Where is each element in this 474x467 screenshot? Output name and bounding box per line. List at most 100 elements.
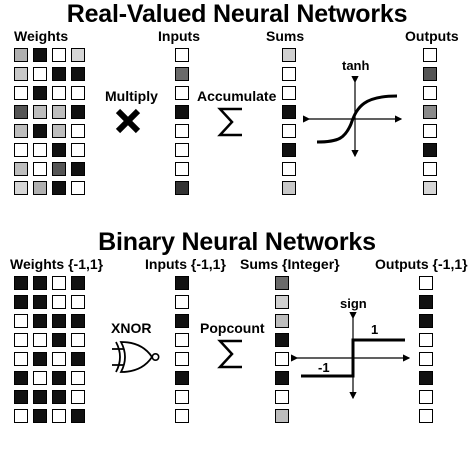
real-output-cell-r1 [423, 67, 437, 81]
binary-inputs-column [175, 276, 189, 423]
real-weights-label: Weights [14, 28, 69, 44]
binary-weight-cell-r2-c3 [71, 314, 85, 328]
real-sum-cell-r5 [282, 143, 296, 157]
binary-input-cell-r4 [175, 352, 189, 366]
binary-sum-cell-r5 [275, 371, 289, 385]
binary-inputs-label: Inputs {-1,1} [145, 256, 226, 272]
binary-output-cell-r1 [419, 295, 433, 309]
binary-weight-cell-r5-c3 [71, 371, 85, 385]
real-weight-cell-r5-c1 [33, 143, 47, 157]
binary-weight-cell-r4-c0 [14, 352, 28, 366]
real-outputs-column [423, 48, 437, 195]
real-sum-cell-r7 [282, 181, 296, 195]
real-title: Real-Valued Neural Networks [66, 0, 408, 28]
binary-weight-cell-r1-c2 [52, 295, 66, 309]
multiply-label: Multiply [105, 88, 158, 104]
sigma-icon [217, 107, 242, 137]
sign-positive-label: 1 [371, 322, 379, 337]
binary-weight-cell-r7-c2 [52, 409, 66, 423]
binary-input-cell-r7 [175, 409, 189, 423]
binary-output-cell-r6 [419, 390, 433, 404]
binary-outputs-label: Outputs {-1,1} [375, 256, 468, 272]
real-weight-cell-r5-c3 [71, 143, 85, 157]
binary-sum-cell-r0 [275, 276, 289, 290]
binary-weight-cell-r3-c3 [71, 333, 85, 347]
binary-sum-cell-r7 [275, 409, 289, 423]
binary-outputs-column [419, 276, 433, 423]
binary-output-cell-r0 [419, 276, 433, 290]
tanh-curve-icon [303, 76, 403, 158]
real-weight-cell-r3-c2 [52, 105, 66, 119]
real-input-cell-r0 [175, 48, 189, 62]
real-input-cell-r6 [175, 162, 189, 176]
real-weight-cell-r0-c0 [14, 48, 28, 62]
real-weight-cell-r2-c1 [33, 86, 47, 100]
binary-weight-cell-r5-c2 [52, 371, 66, 385]
binary-weight-cell-r6-c3 [71, 390, 85, 404]
real-output-cell-r6 [423, 162, 437, 176]
real-weight-cell-r7-c2 [52, 181, 66, 195]
real-input-cell-r2 [175, 86, 189, 100]
binary-weight-cell-r5-c0 [14, 371, 28, 385]
binary-sums-label: Sums {Integer} [240, 256, 340, 272]
binary-output-cell-r4 [419, 352, 433, 366]
binary-weight-cell-r2-c0 [14, 314, 28, 328]
popcount-label: Popcount [200, 320, 265, 336]
real-weight-cell-r0-c2 [52, 48, 66, 62]
binary-sum-cell-r2 [275, 314, 289, 328]
real-weight-cell-r3-c1 [33, 105, 47, 119]
binary-weights-label: Weights {-1,1} [10, 256, 104, 272]
binary-weight-cell-r4-c1 [33, 352, 47, 366]
binary-weight-cell-r1-c3 [71, 295, 85, 309]
real-weight-cell-r5-c2 [52, 143, 66, 157]
real-sums-column [282, 48, 296, 195]
binary-input-cell-r5 [175, 371, 189, 385]
real-output-cell-r0 [423, 48, 437, 62]
xnor-label: XNOR [111, 320, 152, 336]
real-weight-cell-r5-c0 [14, 143, 28, 157]
binary-output-cell-r7 [419, 409, 433, 423]
xnor-gate-icon [112, 341, 160, 373]
real-sum-cell-r0 [282, 48, 296, 62]
binary-weight-cell-r0-c0 [14, 276, 28, 290]
binary-output-cell-r5 [419, 371, 433, 385]
binary-input-cell-r0 [175, 276, 189, 290]
binary-weight-cell-r7-c1 [33, 409, 47, 423]
real-weight-cell-r4-c3 [71, 124, 85, 138]
real-weight-cell-r2-c2 [52, 86, 66, 100]
real-weight-cell-r7-c0 [14, 181, 28, 195]
real-input-cell-r5 [175, 143, 189, 157]
real-inputs-column [175, 48, 189, 195]
real-weight-cell-r7-c3 [71, 181, 85, 195]
binary-weight-cell-r1-c1 [33, 295, 47, 309]
real-weight-cell-r0-c1 [33, 48, 47, 62]
binary-input-cell-r2 [175, 314, 189, 328]
binary-weight-cell-r3-c2 [52, 333, 66, 347]
real-weight-cell-r1-c1 [33, 67, 47, 81]
sign-negative-label: -1 [318, 360, 330, 375]
binary-weight-cell-r3-c0 [14, 333, 28, 347]
real-output-cell-r7 [423, 181, 437, 195]
binary-weight-cell-r1-c0 [14, 295, 28, 309]
real-sum-cell-r2 [282, 86, 296, 100]
binary-weight-cell-r7-c3 [71, 409, 85, 423]
binary-sum-cell-r4 [275, 352, 289, 366]
real-sum-cell-r1 [282, 67, 296, 81]
real-outputs-label: Outputs [405, 28, 459, 44]
binary-sums-column [275, 276, 289, 423]
binary-weight-cell-r7-c0 [14, 409, 28, 423]
binary-weight-cell-r2-c2 [52, 314, 66, 328]
sign-label: sign [340, 296, 367, 311]
binary-weight-cell-r6-c0 [14, 390, 28, 404]
sigma-icon-binary [217, 339, 242, 369]
real-sum-cell-r4 [282, 124, 296, 138]
binary-weight-cell-r4-c2 [52, 352, 66, 366]
real-weight-cell-r3-c0 [14, 105, 28, 119]
binary-sum-cell-r3 [275, 333, 289, 347]
binary-weight-cell-r0-c3 [71, 276, 85, 290]
real-weight-cell-r0-c3 [71, 48, 85, 62]
binary-weight-cell-r2-c1 [33, 314, 47, 328]
binary-weight-cell-r0-c1 [33, 276, 47, 290]
binary-weight-cell-r6-c1 [33, 390, 47, 404]
real-output-cell-r3 [423, 105, 437, 119]
